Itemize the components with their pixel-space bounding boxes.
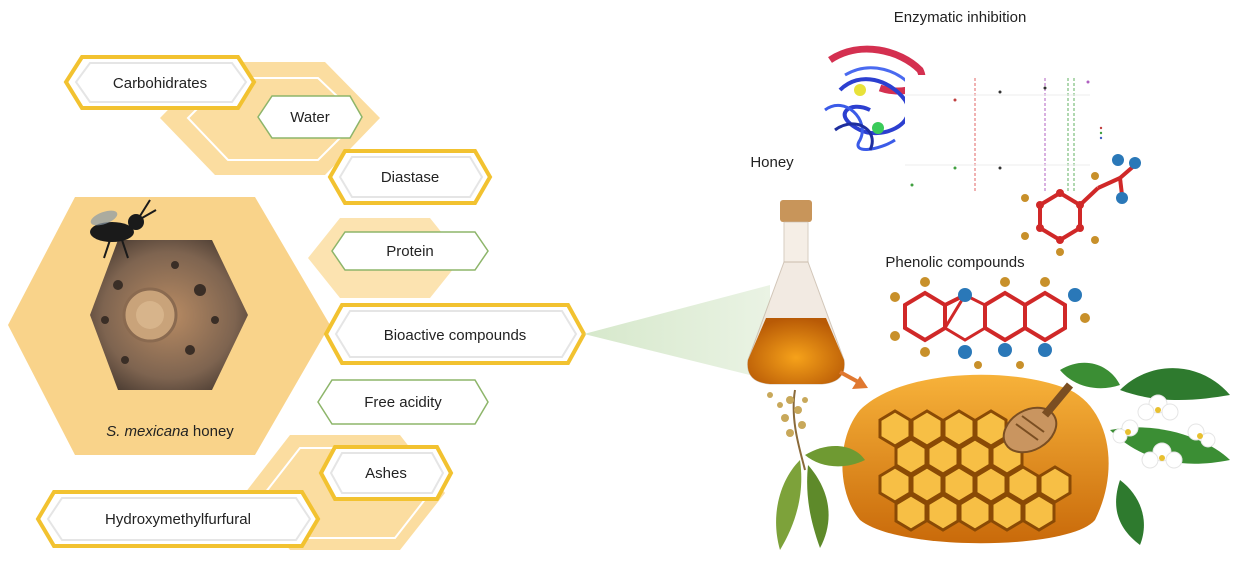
hmf-label: Hydroxymethylfurfural <box>105 511 251 528</box>
connector-beam <box>584 285 770 380</box>
protein-label: Protein <box>386 243 434 260</box>
water-label: Water <box>290 109 329 126</box>
bg-hexagon-top-inner <box>186 77 362 161</box>
diastase-box <box>327 149 493 205</box>
ashes-box <box>318 445 454 501</box>
bioactive-label: Bioactive compounds <box>384 327 527 344</box>
species-suffix: honey <box>189 423 235 440</box>
honey-flask-icon <box>747 200 845 385</box>
molecule-small-icon <box>1021 154 1141 256</box>
water-box <box>257 95 363 139</box>
molecule-phenolic-icon <box>890 277 1090 369</box>
flower-branch-icon <box>1060 362 1230 545</box>
bioactive-box <box>323 303 587 365</box>
acidity-label: Free acidity <box>364 394 442 411</box>
enzymatic-label: Enzymatic inhibition <box>894 9 1027 26</box>
honey-source-label: S. mexicana honey <box>106 423 234 440</box>
carbohidrates-label: Carbohidrates <box>113 75 207 92</box>
phenolic-label: Phenolic compounds <box>885 254 1024 271</box>
leaf-branch-icon <box>767 389 865 550</box>
honeycomb-icon <box>842 374 1109 544</box>
honey-dipper-icon <box>1002 382 1074 454</box>
docking-plot <box>905 75 1106 195</box>
nest-texture <box>101 261 219 364</box>
acidity-box <box>317 379 489 425</box>
arrow-icon <box>839 370 868 389</box>
bee-icon <box>90 199 157 259</box>
ashes-label: Ashes <box>365 465 407 482</box>
diastase-label: Diastase <box>381 169 439 186</box>
honey-label: Honey <box>750 154 794 171</box>
protein-box <box>331 231 489 271</box>
species-name: S. mexicana <box>106 423 189 440</box>
hmf-box <box>35 490 321 548</box>
carbohidrates-box <box>63 55 257 110</box>
